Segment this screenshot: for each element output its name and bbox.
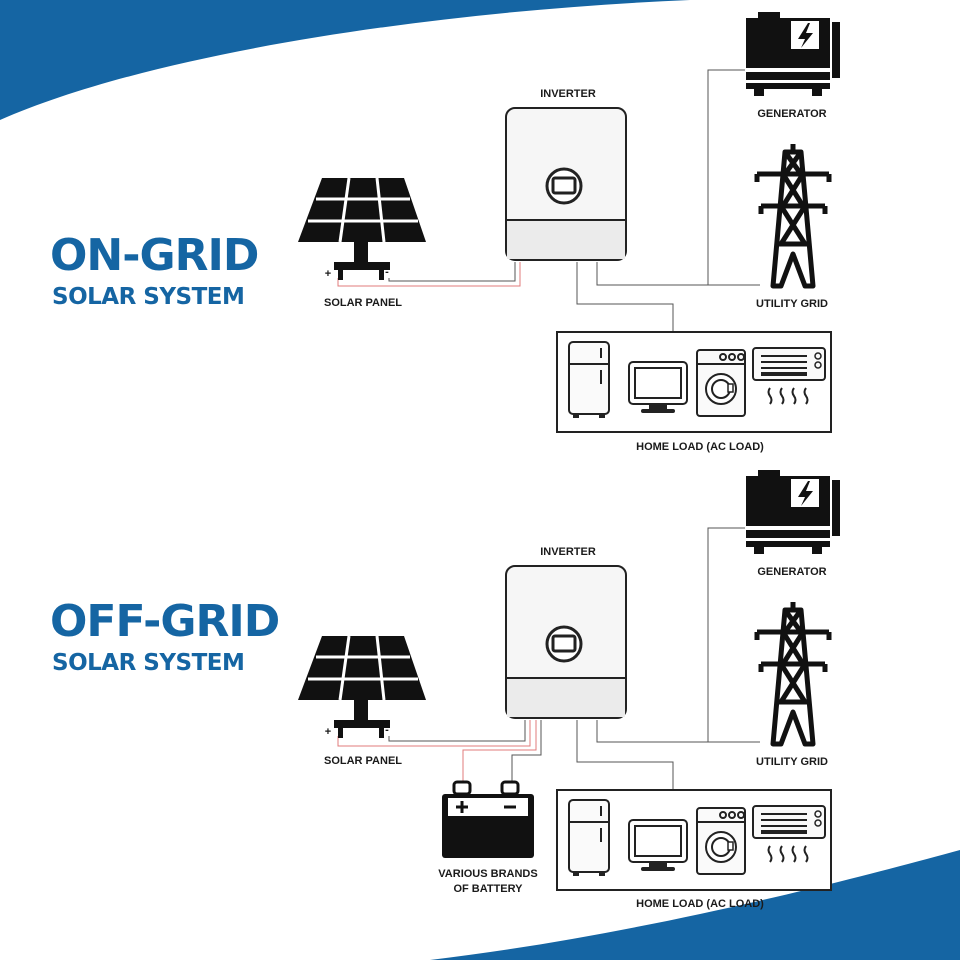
off-grid-minus-terminal: - xyxy=(385,724,389,736)
on-grid-generator-label: GENERATOR xyxy=(757,108,827,120)
off-grid-generator-icon xyxy=(745,469,841,555)
on-grid-utility-grid-label: UTILITY GRID xyxy=(756,298,828,310)
off-grid-battery-icon xyxy=(440,780,536,860)
off-grid-plus-terminal: + xyxy=(324,726,332,738)
on-grid-subtitle: SOLAR SYSTEM xyxy=(52,284,245,310)
on-grid-wiring xyxy=(337,69,760,332)
on-grid-plus-terminal: + xyxy=(324,268,332,280)
off-grid-home-load-icon xyxy=(556,789,832,891)
on-grid-generator-icon xyxy=(745,11,841,97)
on-grid-inverter-label: INVERTER xyxy=(540,88,596,100)
on-grid-solar-panel-label: SOLAR PANEL xyxy=(323,297,403,309)
off-grid-utility-tower-icon xyxy=(757,602,829,744)
off-grid-home-load-label: HOME LOAD (AC LOAD) xyxy=(636,898,764,910)
on-grid-home-load-label: HOME LOAD (AC LOAD) xyxy=(636,441,764,453)
on-grid-inverter-icon xyxy=(504,106,628,262)
on-grid-utility-tower-icon xyxy=(757,144,829,286)
off-grid-title: OFF-GRID xyxy=(50,596,280,647)
on-grid-solar-panel-icon xyxy=(296,176,428,282)
on-grid-minus-terminal: - xyxy=(385,266,389,278)
off-grid-inverter-icon xyxy=(504,564,628,720)
off-grid-battery-label-line1: VARIOUS BRANDS xyxy=(438,868,538,880)
on-grid-home-load-icon xyxy=(556,331,832,433)
off-grid-wiring xyxy=(337,527,760,790)
off-grid-solar-panel-icon xyxy=(296,634,428,740)
off-grid-solar-panel-label: SOLAR PANEL xyxy=(323,755,403,767)
header-swoosh xyxy=(0,0,690,120)
off-grid-utility-grid-label: UTILITY GRID xyxy=(756,756,828,768)
on-grid-title: ON-GRID xyxy=(50,230,259,281)
off-grid-subtitle: SOLAR SYSTEM xyxy=(52,650,245,676)
footer-swoosh xyxy=(430,850,960,960)
off-grid-generator-label: GENERATOR xyxy=(757,566,827,578)
off-grid-battery-label-line2: OF BATTERY xyxy=(453,883,523,895)
off-grid-inverter-label: INVERTER xyxy=(540,546,596,558)
